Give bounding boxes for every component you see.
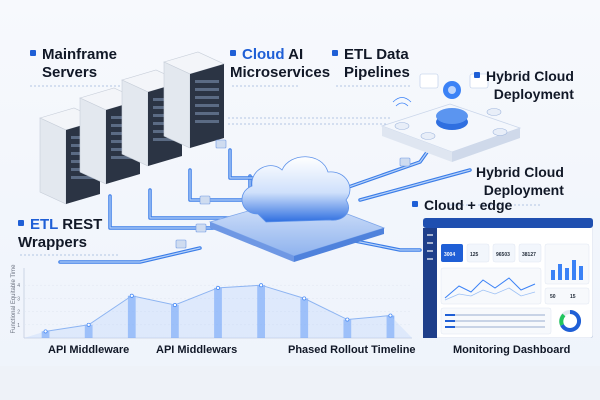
server-rack-4: [163, 51, 225, 149]
dashboard-kpi-3: 96503: [496, 252, 510, 258]
label-cloud-edge: Cloud + edge: [412, 196, 512, 214]
monitoring-dashboard: 3004 125 96503 38127 50 15: [423, 218, 593, 338]
label-mainframe-servers: Mainframe Servers: [30, 46, 117, 82]
chart-point: [388, 313, 393, 318]
dashboard-kpi-5: 50: [550, 294, 556, 300]
bullet-icon: [230, 50, 236, 57]
caption-api-middleware: API Middleware: [48, 344, 130, 356]
chart-bar: [171, 305, 179, 338]
chart-bar: [257, 285, 265, 338]
chart-bar: [41, 331, 50, 338]
chart-bar: [214, 287, 222, 338]
chart-bar: [300, 298, 309, 338]
bullet-icon: [332, 50, 338, 57]
chart-point: [129, 293, 134, 298]
chart-bar: [84, 324, 93, 338]
chart-bar: [127, 295, 136, 338]
rollout-chart: 1 2 3 4: [17, 268, 412, 339]
chart-bar: [343, 319, 352, 338]
chart-y-tick-label: 4: [17, 283, 20, 289]
chart-y-tick-label: 1: [17, 323, 20, 329]
chart-point: [43, 329, 48, 334]
dashboard-kpi-1: 3004: [444, 252, 455, 258]
chart-bar: [386, 315, 395, 338]
chart-y-axis-title: Functional Equitable Time: [11, 264, 17, 334]
bullet-icon: [474, 72, 480, 79]
chart-point: [86, 322, 91, 327]
caption-phased-rollout-timeline: Phased Rollout Timeline: [288, 344, 416, 356]
guide-lines: [20, 85, 540, 256]
dashboard-kpi-2: 125: [470, 252, 479, 258]
cloud-icon: [241, 156, 351, 223]
chart-point: [345, 317, 350, 322]
bottom-strip: [0, 366, 600, 400]
chart-y-tick-label: 2: [17, 310, 20, 316]
dashboard-kpi-6: 15: [570, 294, 576, 300]
bullet-icon: [30, 50, 36, 57]
pipe-connectors: [175, 139, 411, 249]
chart-point: [259, 283, 264, 288]
chart-point: [302, 296, 307, 301]
mainframe-servers: [39, 51, 225, 205]
dashboard-kpi-4: 38127: [522, 252, 536, 258]
chart-point: [216, 285, 220, 290]
chart-area: [24, 285, 412, 338]
chart-point: [172, 303, 177, 307]
caption-api-middlewars: API Middlewars: [156, 344, 238, 356]
chart-y-tick-label: 3: [17, 296, 20, 302]
hybrid-cloud-platform: [380, 73, 522, 162]
caption-monitoring-dashboard: Monitoring Dashboard: [453, 344, 571, 356]
bullet-icon: [18, 220, 24, 227]
bullet-icon: [412, 201, 418, 208]
